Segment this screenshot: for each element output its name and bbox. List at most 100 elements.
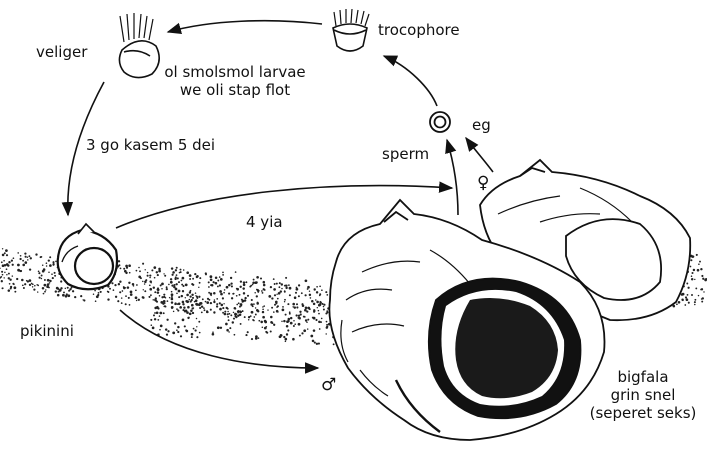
sand-dot [189,295,191,297]
sand-dot [164,302,166,304]
sand-dot [46,285,49,288]
sand-dot [285,277,287,279]
sand-dot [152,299,153,300]
sand-dot [12,283,14,285]
sand-dot [132,283,135,286]
sand-dot [121,302,123,304]
sand-dot [309,294,311,296]
sand-dot [691,278,693,280]
sand-dot [293,320,295,322]
sand-dot [42,265,43,266]
sand-dot [6,274,7,275]
sand-dot [199,307,201,309]
sand-dot [182,277,185,280]
sand-dot [176,283,178,285]
sand-dot [119,281,121,283]
sand-dot [60,280,62,282]
sand-dot [194,301,196,303]
sand-dot [263,281,266,284]
sand-dot [157,291,160,294]
sand-dot [285,341,287,343]
sand-dot [185,284,188,287]
sand-dot [278,292,281,295]
sand-dot [2,287,4,289]
sand-dot [319,293,321,295]
sand-dot [21,279,24,282]
sand-dot [171,306,174,309]
sand-dot [158,270,161,273]
sand-dot [230,277,232,279]
sand-dot [210,302,212,304]
sand-dot [694,299,696,301]
sand-dot [294,306,296,308]
sand-dot [273,324,275,326]
sand-dot [9,283,11,285]
sand-dot [326,310,328,312]
female-symbol: ♀ [477,174,489,192]
sand-dot [118,260,120,262]
sand-dot [165,306,167,308]
sand-dot [202,298,204,300]
sand-dot [275,301,278,304]
sand-dot [175,269,177,271]
sand-dot [195,295,196,296]
sand-dot [227,311,229,313]
sperm-label: sperm [382,145,429,163]
sand-dot [14,291,16,293]
sand-dot [227,313,229,315]
sand-dot [149,275,151,277]
sand-dot [166,288,168,290]
sand-dot [232,293,234,295]
sand-dot [169,297,171,299]
sand-dot [176,303,178,305]
adult-label-line1: bigfala [588,368,698,386]
sand-dot [694,301,696,303]
sand-dot [176,267,178,269]
sand-dot [173,311,175,313]
sand-dot [686,298,689,301]
sand-dot [44,279,46,281]
sand-dot [333,343,335,345]
sand-dot [98,292,100,294]
sand-dot [270,286,272,288]
sand-dot [58,291,60,293]
sand-dot [3,277,4,278]
sand-dot [45,289,46,290]
sand-dot [22,260,24,262]
sand-dot [199,277,201,279]
sand-dot [189,312,192,315]
sand-dot [262,292,264,294]
sand-dot [282,306,284,308]
sand-dot [260,277,262,279]
sand-dot [173,286,175,288]
sand-dot [180,306,182,308]
sand-dot [241,305,242,306]
sand-dot [692,255,694,257]
veliger-note-line2: we oli stap flot [160,81,310,99]
sand-dot [51,273,53,275]
sand-dot [216,298,218,300]
sand-dot [264,321,267,324]
sand-dot [262,327,264,329]
sand-dot [302,305,305,308]
sand-dot [217,280,219,282]
sand-dot [189,274,192,277]
adult-label-line2: grin snel [588,386,698,404]
sand-dot [691,275,693,277]
sand-dot [153,266,156,269]
veliger-note-line1: ol smolsmol larvae [160,63,310,81]
sand-dot [145,279,147,281]
sand-dot [289,294,291,296]
sand-dot [251,338,253,340]
sand-dot [3,260,5,262]
sand-dot [231,297,233,299]
sand-dot [152,327,155,330]
sand-dot [157,289,159,291]
sand-dot [148,296,150,298]
sand-dot [55,290,57,292]
sand-dot [216,303,218,305]
sand-dot [107,291,109,293]
sand-dot [6,263,9,266]
sand-dot [288,318,291,321]
sand-dot [247,331,249,333]
